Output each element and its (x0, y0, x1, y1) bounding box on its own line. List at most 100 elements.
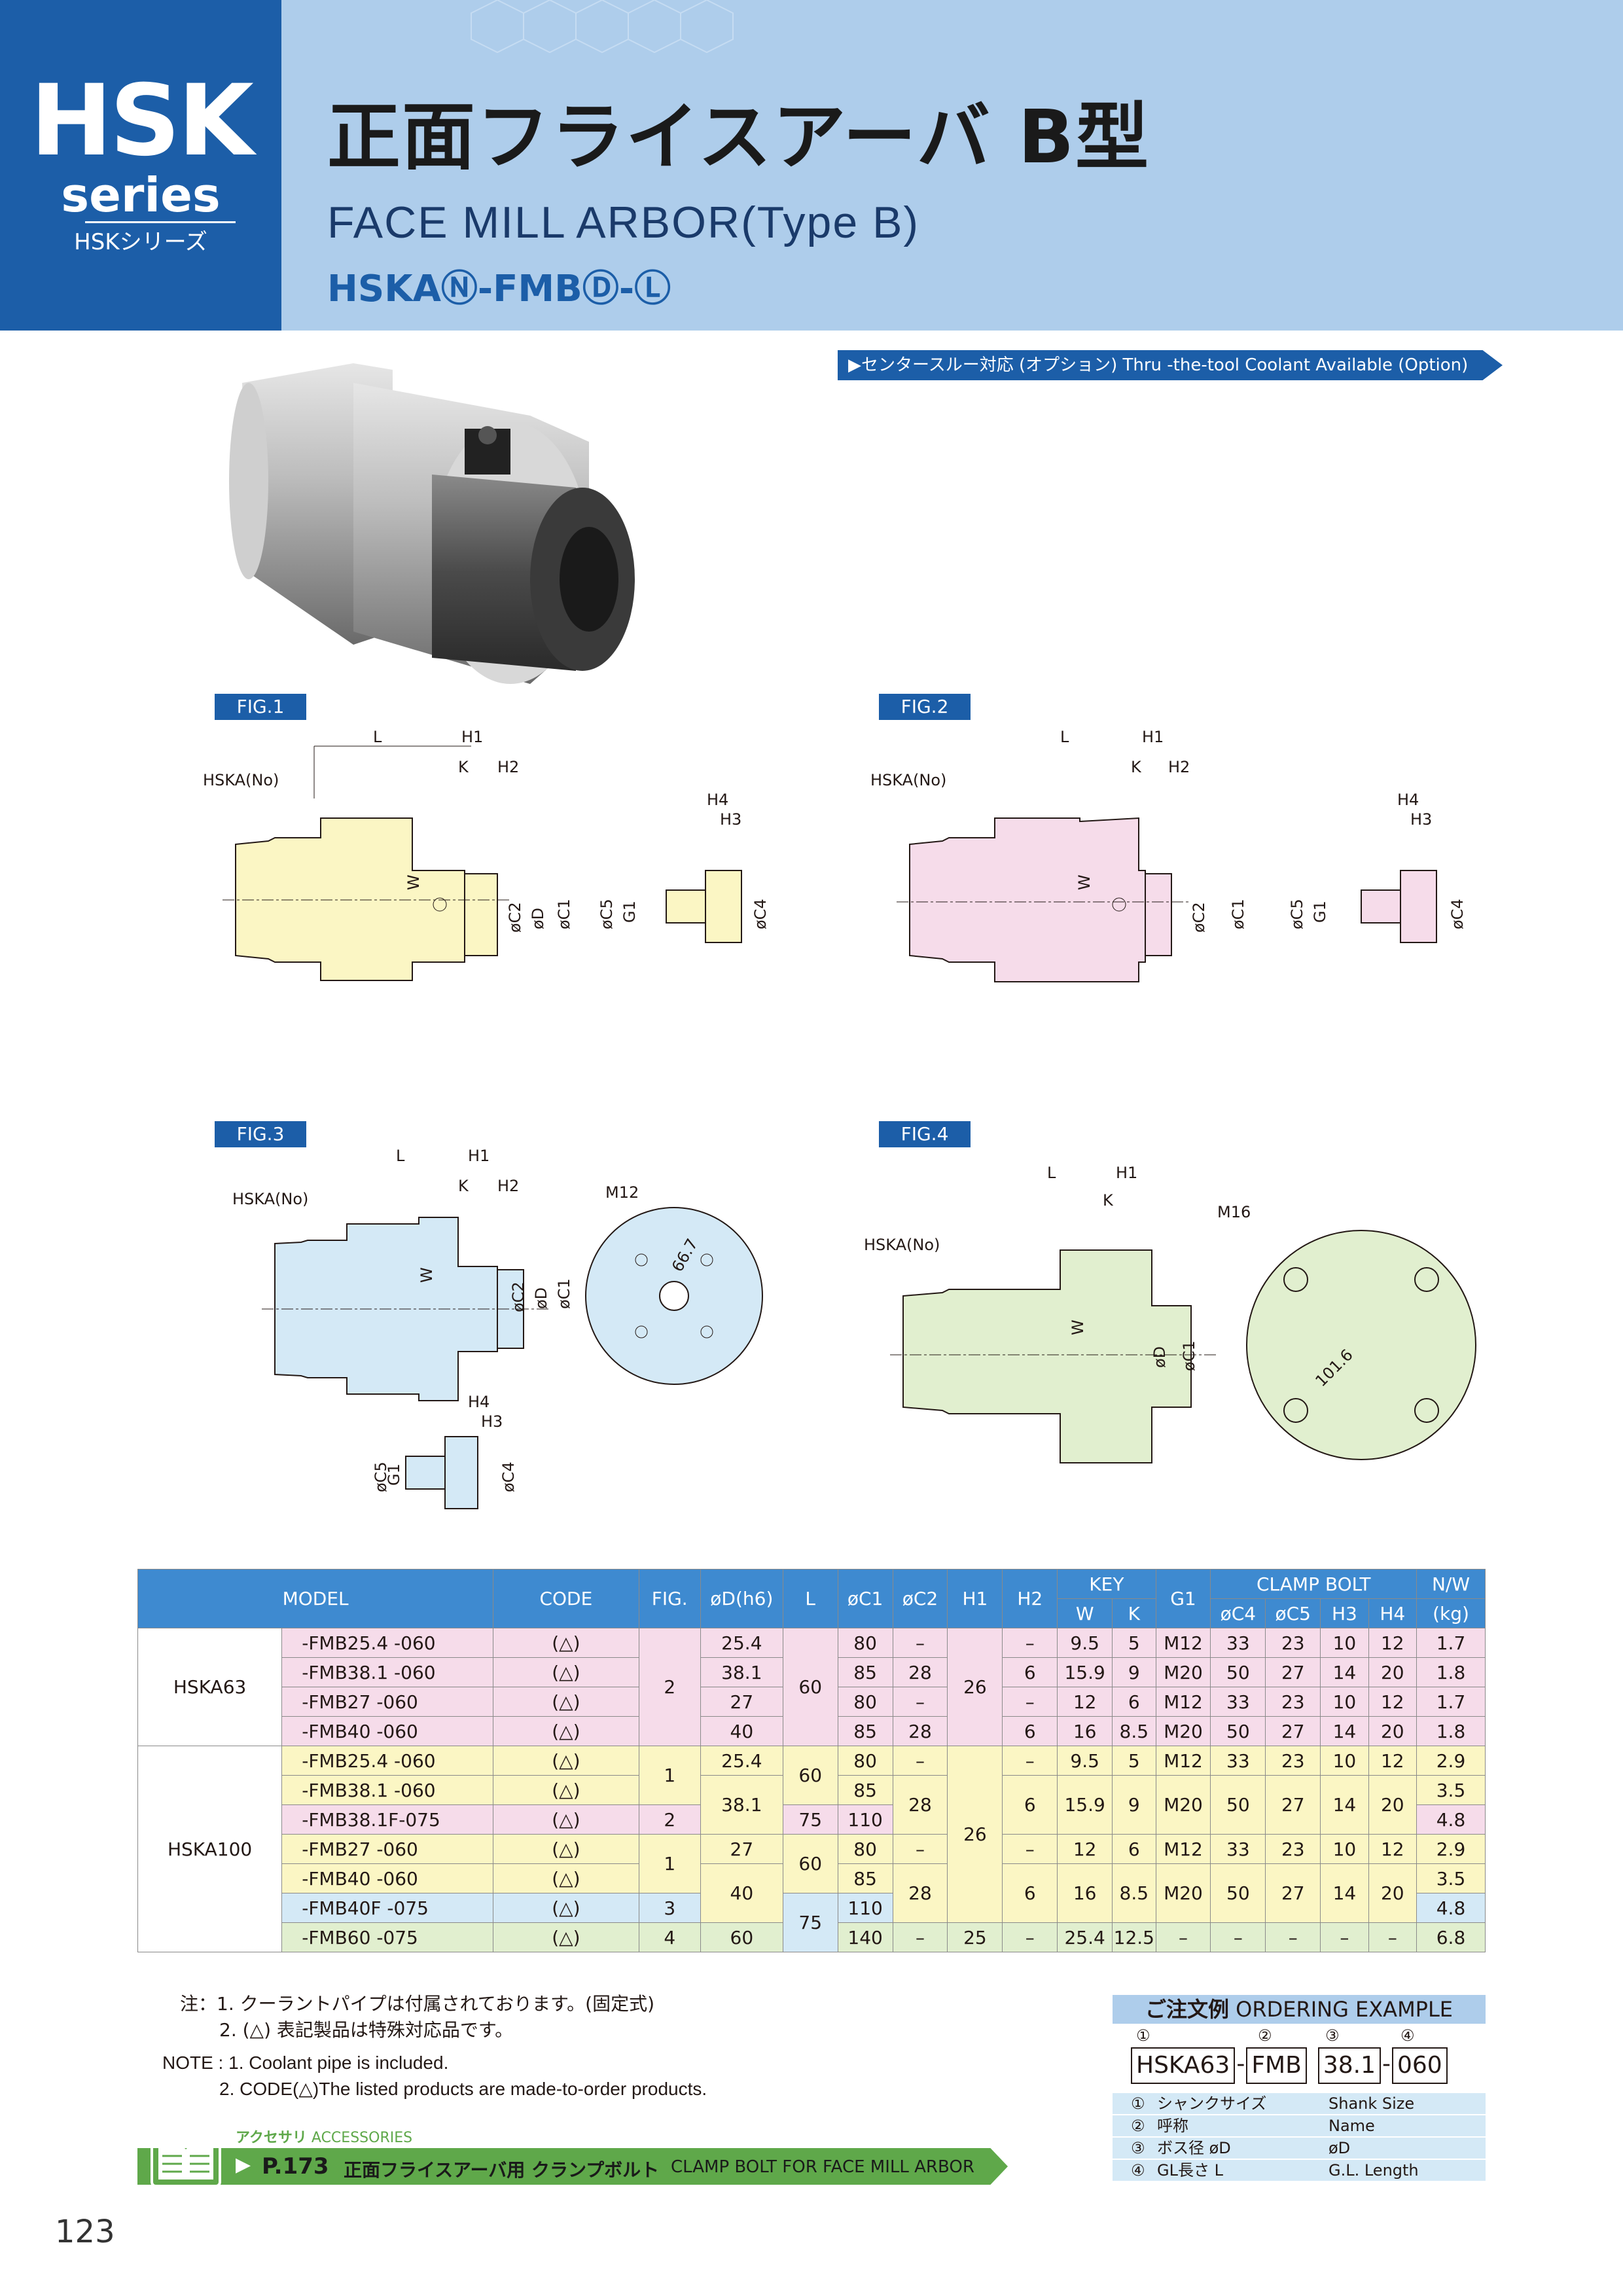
order-part-shank: HSKA63 (1131, 2047, 1236, 2084)
fig3-dim-w: W (418, 1267, 436, 1283)
cell-c5: 27 (1265, 1775, 1321, 1835)
cell-fig: 2 (638, 1628, 701, 1746)
fig2-dim-c5: øC5 (1288, 899, 1306, 929)
accessories-link[interactable]: ▶ P.173 正面フライスアーバ用 クランプボルト CLAMP BOLT FO… (137, 2148, 1008, 2185)
cell-c5: 23 (1265, 1687, 1321, 1717)
cell-nw: 6.8 (1416, 1922, 1486, 1952)
cell-c2: – (892, 1922, 948, 1952)
cell-h2: 6 (1002, 1716, 1058, 1746)
note-jp-1: 注：1. クーラントパイプは付属されております。(固定式) (180, 1990, 654, 2018)
cell-c1: 80 (837, 1834, 893, 1864)
accessories-label: アクセサリ ACCESSORIES (236, 2126, 412, 2147)
fig1-dim-d: øD (529, 908, 547, 929)
cell-h4: 12 (1368, 1628, 1418, 1658)
fig2-dim-h3: H3 (1410, 810, 1432, 829)
th-h3: H3 (1320, 1598, 1369, 1628)
fig2-dim-w: W (1075, 874, 1094, 890)
legend-en: øD (1329, 2139, 1351, 2157)
cell-d: 27 (700, 1687, 783, 1717)
legend-item-1: ① シャンクサイズ Shank Size (1113, 2093, 1486, 2115)
cell-c1: 80 (837, 1687, 893, 1717)
cell-h4: 12 (1368, 1687, 1418, 1717)
fig1-dim-c5: øC5 (597, 899, 616, 929)
page-number: 123 (55, 2214, 115, 2250)
cell-d: 40 (700, 1716, 783, 1746)
note-en-1: NOTE : 1. Coolant pipe is included. (162, 2049, 448, 2077)
accessories-page-ref[interactable]: P.173 (262, 2153, 329, 2179)
cell-c4: 50 (1210, 1863, 1266, 1923)
fig2-drawing: L H1 K H2 HSKA(No) W øC2 øC1 H4 H3 øC5 G… (870, 728, 1467, 982)
cell-fig: 2 (638, 1804, 701, 1835)
accessories-label-en: ACCESSORIES (311, 2130, 413, 2146)
fig2-dim-h4: H4 (1397, 791, 1419, 809)
cell-d: 40 (700, 1863, 783, 1923)
ordering-title-jp: ご注文例 (1145, 1997, 1229, 2022)
cell-g1: M20 (1155, 1863, 1211, 1923)
cell-w: 16 (1057, 1716, 1113, 1746)
cell-h2: 6 (1002, 1775, 1058, 1835)
series-jp: HSKシリーズ (74, 229, 207, 255)
th-w: W (1057, 1598, 1113, 1628)
cell-g1: M20 (1155, 1716, 1211, 1746)
legend-item-3: ③ ボス径 øD øD (1113, 2138, 1486, 2160)
marker-2: ② (1258, 2026, 1272, 2045)
fig3-dim-h4: H4 (468, 1393, 490, 1411)
cell-g1: M12 (1155, 1628, 1211, 1658)
cell-model: -FMB38.1F-075 (281, 1804, 494, 1835)
cell-c5: 27 (1265, 1716, 1321, 1746)
cell-k: 8.5 (1112, 1716, 1156, 1746)
legend-en: Shank Size (1329, 2094, 1415, 2113)
fig1-dim-w: W (404, 874, 423, 890)
fig2-dim-l: L (1060, 728, 1069, 746)
legend-jp: ボス径 øD (1157, 2139, 1231, 2157)
cell-h4: 20 (1368, 1863, 1418, 1923)
cell-fig: 3 (638, 1893, 701, 1923)
fig2-dim-c4: øC4 (1448, 899, 1467, 929)
cell-c4: 50 (1210, 1716, 1266, 1746)
product-photo (229, 363, 635, 684)
cell-w: 9.5 (1057, 1746, 1113, 1776)
cell-code: (△) (493, 1657, 639, 1687)
cell-h3: 14 (1320, 1657, 1369, 1687)
note-en-1-text: 1. Coolant pipe is included. (228, 2053, 449, 2073)
cell-h1: 26 (947, 1628, 1003, 1746)
fig2-dim-h1: H1 (1142, 728, 1164, 746)
cell-h2: 6 (1002, 1657, 1058, 1687)
fig3-label: FIG.3 (215, 1121, 306, 1147)
coolant-banner: ▶センタースルー対応 (オプション) Thru -the-tool Coolan… (838, 350, 1503, 380)
th-k: K (1112, 1598, 1156, 1628)
cell-c2: 28 (892, 1657, 948, 1687)
cell-w: 15.9 (1057, 1775, 1113, 1835)
cell-c4: – (1210, 1922, 1266, 1952)
cell-l: 60 (782, 1834, 838, 1893)
fig3-dim-k: K (458, 1177, 469, 1195)
fig4-dim-h1: H1 (1116, 1164, 1137, 1182)
ordering-example: ご注文例 ORDERING EXAMPLE ① ② ③ ④ HSKA63-FMB… (1113, 1995, 1486, 2182)
th-model: MODEL (137, 1569, 494, 1628)
cell-g1: M12 (1155, 1834, 1211, 1864)
th-c1: øC1 (837, 1569, 893, 1628)
cell-c1: 85 (837, 1775, 893, 1805)
fig4-dim-w: W (1069, 1319, 1087, 1335)
cell-g1: M20 (1155, 1775, 1211, 1835)
cell-model: -FMB40 -060 (281, 1863, 494, 1893)
cell-l: 75 (782, 1804, 838, 1835)
cell-d: 25.4 (700, 1628, 783, 1658)
cell-k: 8.5 (1112, 1863, 1156, 1923)
fig3-dim-c1: øC1 (555, 1278, 573, 1309)
fig1-drawing: L H1 K H2 HSKA(No) W øC2 øD øC1 H4 H3 øC… (203, 728, 770, 981)
spec-table: MODEL CODE FIG. øD(h6) L øC1 øC2 H1 H2 K… (137, 1569, 1486, 1952)
series-big-text: HSK (30, 64, 254, 178)
th-clamp: CLAMP BOLT (1210, 1569, 1418, 1599)
cell-g1: – (1155, 1922, 1211, 1952)
accessories-desc-en: CLAMP BOLT FOR FACE MILL ARBOR (671, 2157, 974, 2177)
cell-g1: M12 (1155, 1687, 1211, 1717)
cell-w: 16 (1057, 1863, 1113, 1923)
cell-k: 9 (1112, 1657, 1156, 1687)
th-code: CODE (493, 1569, 639, 1628)
th-g1: G1 (1155, 1569, 1211, 1628)
fig4-label: FIG.4 (879, 1121, 971, 1147)
cell-w: 25.4 (1057, 1922, 1113, 1952)
book-icon (151, 2148, 221, 2185)
cell-k: 6 (1112, 1687, 1156, 1717)
